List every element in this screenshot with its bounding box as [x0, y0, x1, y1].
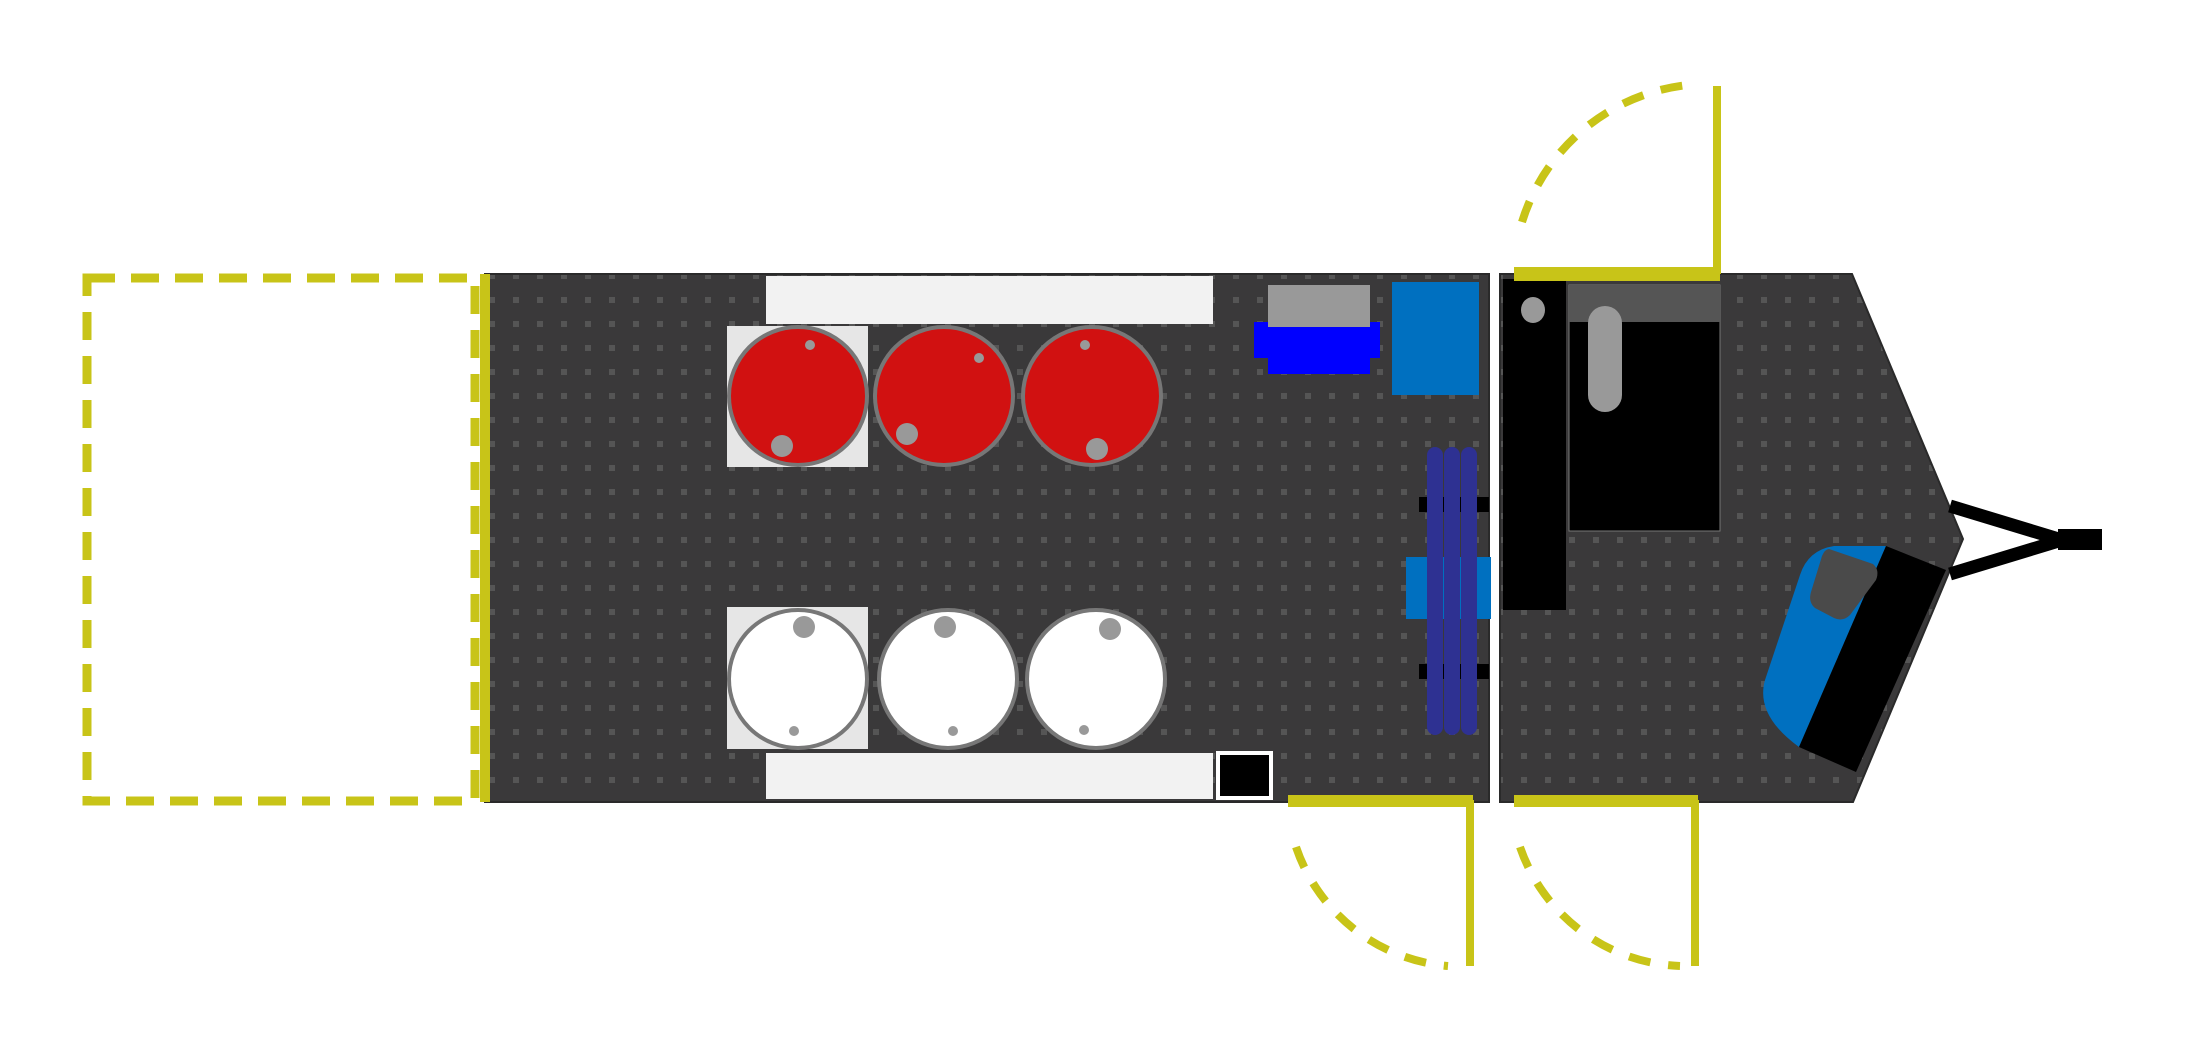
- knob-icon: [1086, 438, 1108, 460]
- knob-icon: [948, 726, 958, 736]
- bottom-right-door[interactable]: [1514, 795, 1699, 970]
- knob-icon: [896, 423, 918, 445]
- knob-icon: [789, 726, 799, 736]
- handle-icon: [1588, 306, 1622, 412]
- knob-icon: [1079, 725, 1089, 735]
- trailer-hitch: [1948, 499, 2102, 581]
- knob-icon: [1521, 297, 1545, 323]
- white-seat[interactable]: [877, 608, 1019, 750]
- tall-black-cabinet[interactable]: [1503, 279, 1566, 610]
- external-zone-outline: [82, 273, 480, 806]
- knob-icon: [793, 616, 815, 638]
- knob-icon: [805, 340, 815, 350]
- knob-icon: [1080, 340, 1090, 350]
- blue-cabinet[interactable]: [1392, 282, 1479, 395]
- white-seat[interactable]: [1025, 608, 1167, 750]
- top-door[interactable]: [1514, 80, 1721, 281]
- blue-device[interactable]: [1254, 285, 1380, 374]
- red-seat[interactable]: [1021, 325, 1163, 467]
- rack-bar[interactable]: [1461, 447, 1477, 735]
- knob-icon: [1099, 618, 1121, 640]
- rack-bar[interactable]: [1427, 447, 1443, 735]
- white-seat[interactable]: [727, 608, 869, 750]
- red-seat[interactable]: [873, 325, 1015, 467]
- rear-wall-marker: [480, 274, 490, 802]
- red-seat[interactable]: [727, 325, 869, 467]
- bottom-left-door[interactable]: [1288, 795, 1474, 970]
- black-workstation[interactable]: [1568, 284, 1721, 532]
- knob-icon: [974, 353, 984, 363]
- bottom-bench: [766, 753, 1213, 799]
- small-black-box[interactable]: [1216, 751, 1273, 800]
- angled-seat[interactable]: [1763, 546, 1946, 772]
- knob-icon: [934, 616, 956, 638]
- rack-bar[interactable]: [1444, 447, 1460, 735]
- knob-icon: [771, 435, 793, 457]
- top-bench: [766, 276, 1213, 324]
